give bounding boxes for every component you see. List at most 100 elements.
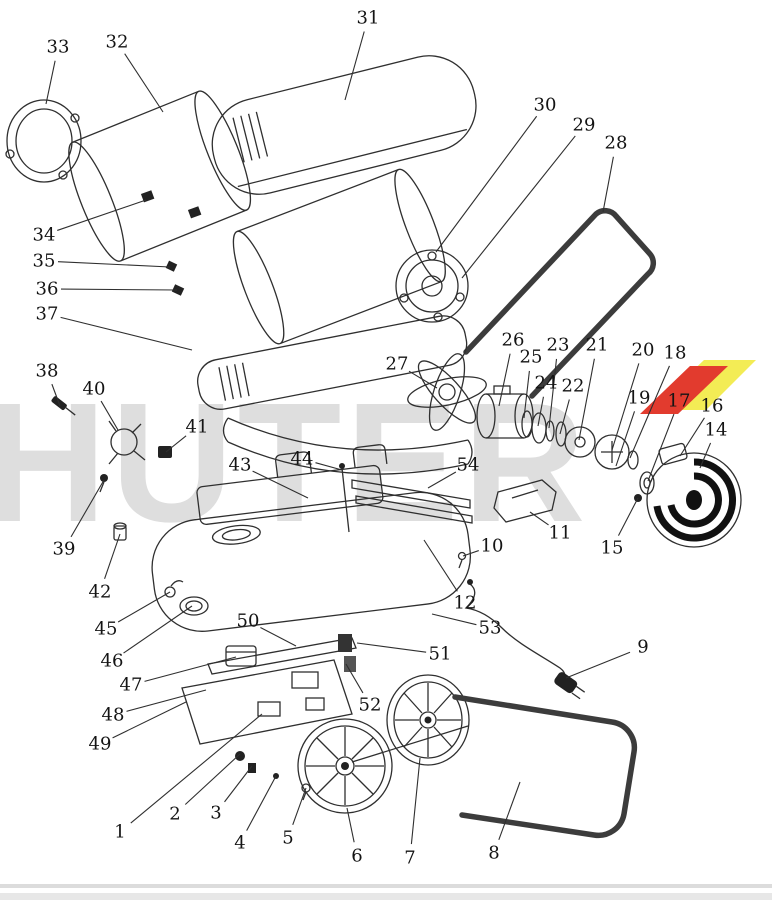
- part-motor: [476, 385, 534, 439]
- leader-line-49: [112, 701, 187, 739]
- part-sensor: [164, 580, 184, 598]
- leader-line-2: [184, 753, 241, 805]
- part-nut-42: [113, 522, 127, 541]
- part-sticker-51: [338, 634, 352, 652]
- part-igniter-bracket: [108, 420, 146, 465]
- part-number-label-17: 17: [667, 390, 691, 412]
- part-number-label-20: 20: [631, 339, 655, 361]
- part-number-label-23: 23: [546, 334, 570, 356]
- part-number-label-26: 26: [501, 329, 525, 351]
- part-base-frame: [181, 634, 357, 801]
- part-power-cord: [464, 579, 586, 700]
- part-number-label-32: 32: [105, 31, 129, 53]
- part-ring-flange: [5, 99, 82, 183]
- part-number-label-16: 16: [700, 395, 724, 417]
- leader-line-38: [51, 383, 61, 407]
- part-number-label-1: 1: [114, 821, 126, 843]
- part-number-label-30: 30: [533, 94, 557, 116]
- part-number-label-31: 31: [356, 7, 380, 29]
- leader-line-10: [462, 550, 479, 557]
- leader-line-3: [224, 765, 253, 803]
- leader-line-45: [117, 591, 171, 623]
- part-clip-35: [165, 260, 178, 272]
- leader-line-12: [423, 539, 458, 592]
- part-number-label-51: 51: [428, 643, 452, 665]
- part-number-label-10: 10: [480, 535, 504, 557]
- part-number-label-15: 15: [600, 537, 624, 559]
- leader-line-36: [60, 288, 178, 291]
- part-wheel-left: [297, 718, 393, 814]
- part-number-label-38: 38: [35, 360, 59, 382]
- leader-line-52: [345, 663, 364, 694]
- part-clamp-b: [187, 206, 202, 219]
- leader-line-46: [123, 605, 193, 654]
- part-number-label-6: 6: [351, 845, 363, 867]
- part-pump-bracket: [493, 479, 557, 523]
- part-number-label-27: 27: [385, 353, 409, 375]
- leader-line-6: [346, 807, 355, 843]
- leader-line-21: [578, 358, 595, 441]
- part-number-label-7: 7: [404, 847, 416, 869]
- part-number-label-11: 11: [548, 522, 572, 544]
- leader-line-47: [144, 656, 237, 682]
- leader-line-53: [431, 613, 477, 626]
- part-number-label-14: 14: [704, 419, 728, 441]
- leader-line-28: [602, 156, 614, 213]
- leader-line-15: [617, 497, 639, 536]
- leader-line-18: [629, 365, 670, 459]
- part-number-label-8: 8: [488, 842, 500, 864]
- part-number-label-41: 41: [185, 416, 209, 438]
- part-lower-frame: [452, 694, 638, 839]
- part-number-label-46: 46: [100, 650, 124, 672]
- part-wheel-right: [386, 674, 470, 766]
- leader-line-37: [60, 316, 193, 351]
- part-bolt-3: [248, 763, 256, 773]
- part-number-label-4: 4: [234, 832, 246, 854]
- leader-line-42: [104, 533, 121, 579]
- brand-watermark: HUTER: [0, 368, 590, 558]
- part-number-label-9: 9: [637, 636, 649, 658]
- leader-line-19: [615, 411, 636, 467]
- part-number-label-33: 33: [46, 36, 70, 58]
- part-number-label-12: 12: [453, 592, 477, 614]
- part-number-label-48: 48: [101, 704, 125, 726]
- part-support-rod: [339, 463, 350, 533]
- leader-line-30: [435, 115, 538, 253]
- part-chamber-shell: [197, 315, 468, 410]
- part-upper-handle: [463, 208, 656, 399]
- leader-line-1: [130, 713, 263, 824]
- leader-line-50: [260, 626, 297, 647]
- part-number-label-35: 35: [32, 250, 56, 272]
- part-clamp-a: [140, 190, 155, 203]
- leader-line-17: [647, 413, 675, 482]
- part-number-label-39: 39: [52, 538, 76, 560]
- leader-line-31: [344, 31, 365, 101]
- leader-line-7: [410, 757, 421, 845]
- part-chamber-band: [222, 417, 473, 475]
- leader-line-43: [252, 470, 309, 499]
- part-number-label-25: 25: [519, 346, 543, 368]
- leader-line-27: [408, 370, 438, 389]
- leader-line-32: [124, 53, 164, 113]
- leader-line-29: [461, 135, 576, 279]
- leader-lines: [45, 31, 712, 845]
- leader-line-11: [529, 511, 549, 526]
- leader-line-9: [565, 651, 631, 679]
- part-screw-10: [457, 551, 467, 569]
- part-number-label-21: 21: [585, 334, 609, 356]
- leader-line-24: [537, 396, 544, 427]
- part-number-label-36: 36: [35, 278, 59, 300]
- part-number-label-49: 49: [88, 733, 112, 755]
- part-guard-bracket: [658, 442, 688, 466]
- footer-divider-top: [0, 884, 772, 888]
- leader-line-8: [498, 781, 521, 841]
- leader-line-25: [523, 370, 530, 419]
- leader-line-20: [611, 363, 640, 451]
- part-number-label-22: 22: [561, 375, 585, 397]
- part-number-label-29: 29: [572, 114, 596, 136]
- leader-line-44: [315, 462, 343, 471]
- part-number-label-28: 28: [604, 132, 628, 154]
- part-rails: [351, 479, 473, 524]
